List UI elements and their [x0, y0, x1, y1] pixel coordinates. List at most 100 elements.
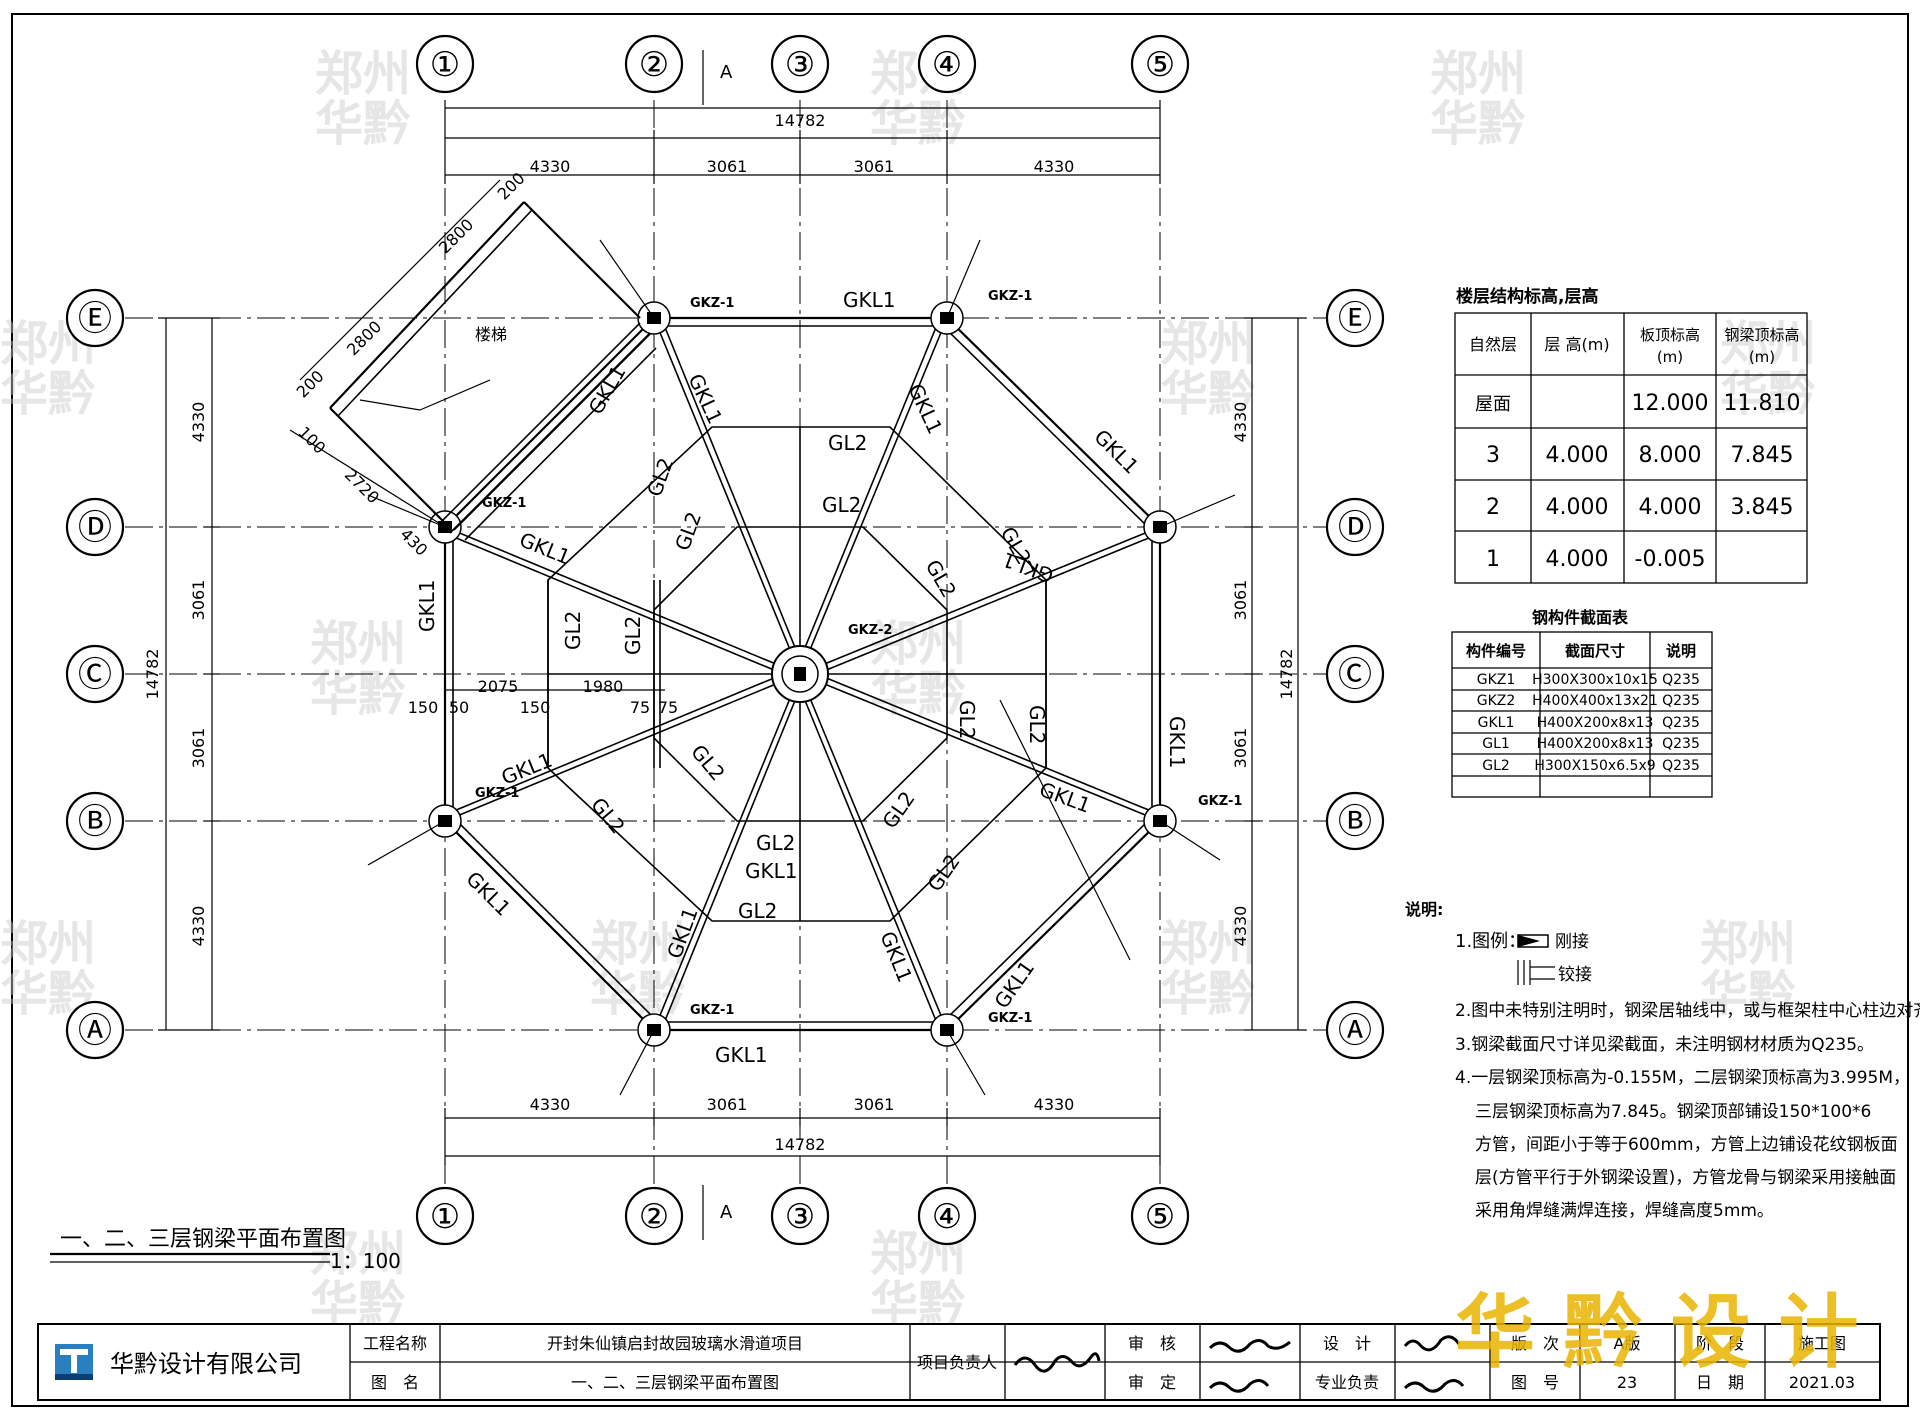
level-cell: 3	[1486, 443, 1500, 468]
column-label-gkz2: GKZ-2	[848, 623, 892, 638]
version-label: 版 次	[1511, 1334, 1559, 1353]
inner-dim-6: 75	[630, 698, 650, 717]
signature-review	[1208, 1339, 1291, 1393]
section-cell: Q235	[1662, 715, 1700, 731]
column-label-gkz1-6: GKZ-1	[690, 1003, 734, 1018]
axis-label-bottom-5: ⑤	[1145, 1197, 1175, 1237]
dim-bottom-3: 3061	[854, 1095, 895, 1114]
inner-dim-1: 150	[408, 698, 439, 717]
dim-right-2: 3061	[1231, 580, 1250, 621]
company-name: 华黔设计有限公司	[110, 1350, 302, 1378]
beam-label-gkl1-left: GKL1	[415, 580, 439, 632]
stage-value: 施工图	[1798, 1334, 1846, 1353]
dim-left-3: 3061	[189, 728, 208, 769]
signature-design	[1403, 1335, 1465, 1393]
axis-label-bottom-2: ②	[639, 1197, 669, 1237]
section-table-title: 钢构件截面表	[1532, 608, 1629, 627]
signature-pm	[1013, 1352, 1101, 1373]
level-cell: 2	[1486, 495, 1500, 520]
watermark-text: 华黔	[1700, 966, 1796, 1022]
dim-left-total: 14782	[143, 649, 162, 700]
section-mark-bottom: A	[720, 1202, 733, 1223]
company-logo	[55, 1344, 93, 1380]
axis-label-left-b: Ⓑ	[78, 802, 112, 842]
review-label: 审 核	[1128, 1334, 1176, 1353]
dim-top-3: 3061	[854, 157, 895, 176]
watermark-text: 华黔	[1160, 366, 1256, 422]
beam-label-gl2-5: GL2	[561, 611, 585, 650]
watermark-text: 华黔	[1430, 96, 1526, 152]
column-label-gkz1-4: GKZ-1	[475, 786, 519, 801]
watermark-text: 郑州	[590, 916, 686, 972]
section-cell: GKL1	[1478, 715, 1515, 731]
watermark-text: 郑州	[0, 916, 96, 972]
level-cell: 8.000	[1639, 443, 1702, 468]
dim-bottom-total: 14782	[775, 1135, 826, 1154]
dim-right-total: 14782	[1277, 649, 1296, 700]
notes: 说明: 1.图例： 刚接 铰接 2.图中未特别注明时，钢梁居轴线中，或与框架柱中…	[1405, 900, 1920, 1221]
inner-dim-7: 75	[658, 698, 678, 717]
beam-label-gkl1-center: GKL1	[745, 859, 797, 883]
axis-label-bottom-3: ③	[785, 1197, 815, 1237]
stage-label: 阶 段	[1696, 1334, 1744, 1353]
legend-pin-label: 铰接	[1558, 965, 1592, 985]
dim-top-1: 4330	[530, 157, 571, 176]
watermark-text: 郑州	[1430, 46, 1526, 102]
inner-dim-3: 2075	[478, 677, 519, 696]
stair-label: 楼梯	[475, 325, 507, 344]
date-label: 日 期	[1696, 1373, 1744, 1392]
dim-right-3: 3061	[1231, 728, 1250, 769]
axis-label-top-4: ④	[932, 45, 962, 85]
axis-label-right-e: Ⓔ	[1338, 299, 1372, 339]
project-manager-label: 项目负责人	[917, 1353, 997, 1372]
level-cell: 4.000	[1639, 495, 1702, 520]
note-line: 2.图中未特别注明时，钢梁居轴线中，或与框架柱中心柱边对齐；	[1455, 1001, 1920, 1021]
section-cell: Q235	[1662, 693, 1700, 709]
axis-label-right-a: Ⓐ	[1338, 1011, 1372, 1051]
notes-legend-prefix: 1.图例：	[1455, 931, 1526, 952]
note-line: 方管，间距小于等于600mm，方管上边铺设花纹钢板面	[1475, 1135, 1898, 1155]
section-cell: Q235	[1662, 758, 1700, 774]
level-header-0: 自然层	[1469, 335, 1517, 354]
note-line: 层(方管平行于外钢梁设置)，方管龙骨与钢梁采用接触面	[1475, 1168, 1896, 1188]
beam-label-gl2-2: GL2	[822, 493, 861, 517]
dim-right-4: 4330	[1231, 906, 1250, 947]
level-header-2: 板顶标高(m)	[1640, 326, 1700, 366]
dim-bottom-2: 3061	[707, 1095, 748, 1114]
axis-label-right-b: Ⓑ	[1338, 802, 1372, 842]
axis-label-top-3: ③	[785, 45, 815, 85]
watermark-text: 郑州	[1700, 916, 1796, 972]
watermark-text: 华黔	[1160, 966, 1256, 1022]
axis-label-top-2: ②	[639, 45, 669, 85]
dim-bottom-4: 4330	[1034, 1095, 1075, 1114]
column-label-gkz1-2: GKZ-1	[988, 289, 1032, 304]
level-cell: 4.000	[1546, 495, 1609, 520]
note-line: 采用角焊缝满焊连接，焊缝高度5mm。	[1475, 1201, 1774, 1221]
watermark-text: 郑州	[1160, 316, 1256, 372]
dim-top-4: 4330	[1034, 157, 1075, 176]
axis-label-left-a: Ⓐ	[78, 1011, 112, 1051]
watermark-text: 郑州	[1720, 316, 1816, 372]
axis-label-left-e: Ⓔ	[78, 299, 112, 339]
section-cell: H400X200x8x13	[1537, 736, 1654, 752]
approve-label: 审 定	[1128, 1373, 1176, 1392]
beam-label-gkl1-right: GKL1	[1165, 716, 1189, 768]
notes-heading: 说明:	[1405, 900, 1443, 919]
watermark-text: 华黔	[310, 666, 406, 722]
level-header-1: 层 高(m)	[1544, 335, 1609, 354]
drawing-number-label: 图 号	[1511, 1373, 1559, 1392]
section-cell: H400X200x8x13	[1537, 715, 1654, 731]
project-name-label: 工程名称	[363, 1334, 427, 1353]
level-cell: 4.000	[1546, 443, 1609, 468]
design-label: 设 计	[1323, 1334, 1371, 1353]
dim-left-2: 3061	[189, 580, 208, 621]
dim-left-1: 4330	[189, 402, 208, 443]
note-line: 4.一层钢梁顶标高为-0.155M，二层钢梁顶标高为3.995M，	[1455, 1068, 1910, 1088]
level-cell: 屋面	[1475, 394, 1511, 415]
legend-rigid-label: 刚接	[1555, 932, 1589, 952]
axis-label-left-c: Ⓒ	[78, 655, 112, 695]
column-label-gkz1-1: GKZ-1	[690, 296, 734, 311]
version-value: A版	[1614, 1334, 1641, 1353]
beam-label-gl2-8: GL2	[955, 700, 979, 739]
